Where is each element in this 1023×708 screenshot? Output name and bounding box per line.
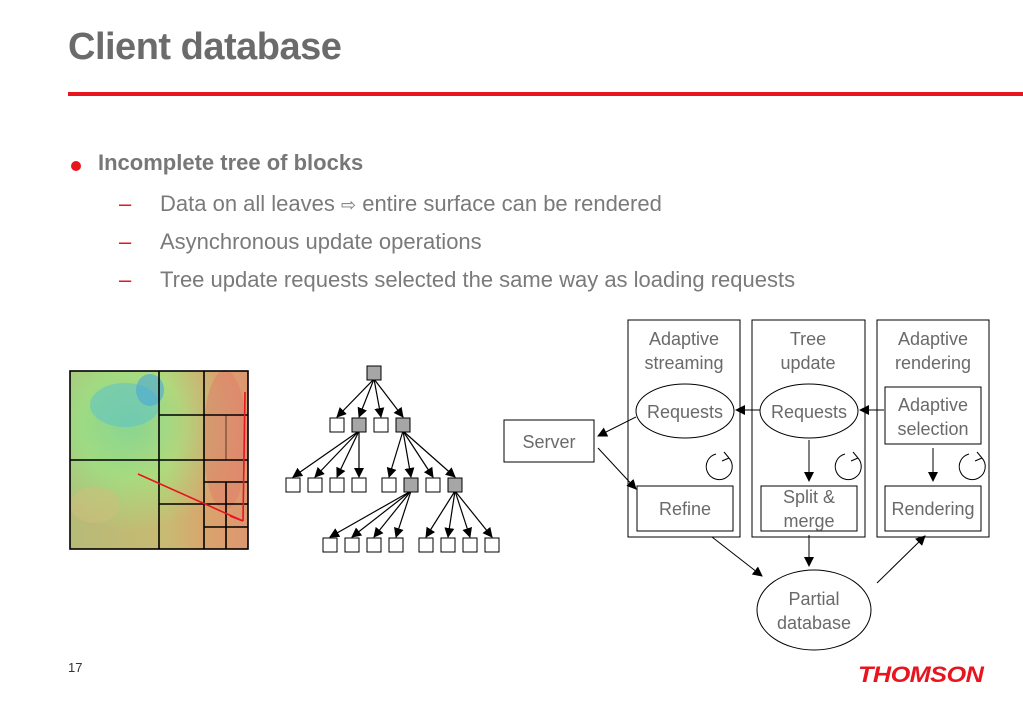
split-merge-label-2: merge xyxy=(783,511,834,531)
adaptive-streaming-column xyxy=(627,319,741,538)
partial-database-ellipse xyxy=(756,569,872,651)
sub-bullet-3: Tree update requests selected the same w… xyxy=(160,267,796,292)
adaptive-rendering-label-1: Adaptive xyxy=(898,329,968,349)
flow-diagram xyxy=(503,319,990,651)
sub-bullet-1: Data on all leaves ⇨ entire surface can … xyxy=(160,191,662,217)
requests-label-2: Requests xyxy=(771,402,847,422)
refresh-icon xyxy=(705,451,733,481)
terrain-quadtree-image xyxy=(69,370,249,550)
split-merge-label-1: Split & xyxy=(783,487,835,507)
adaptive-rendering-label-2: rendering xyxy=(895,353,971,373)
dash-1: – xyxy=(119,191,132,216)
sub-bullet-1-prefix: Data on all leaves xyxy=(160,191,341,216)
dash-3: – xyxy=(119,267,132,292)
right-arrow-icon: ⇨ xyxy=(341,195,357,216)
adaptive-streaming-label-1: Adaptive xyxy=(649,329,719,349)
refresh-icon xyxy=(958,451,986,481)
tree-update-label-2: update xyxy=(780,353,835,373)
server-box xyxy=(503,419,595,463)
adaptive-selection-label-2: selection xyxy=(897,419,968,439)
refine-box xyxy=(636,485,734,532)
title-divider xyxy=(68,92,1023,96)
block-tree xyxy=(285,365,500,553)
tree-update-label-1: Tree xyxy=(790,329,826,349)
adaptive-streaming-label-2: streaming xyxy=(644,353,723,373)
slide-title: Client database xyxy=(68,26,342,68)
adaptive-selection-box xyxy=(884,386,982,445)
requests-ellipse-1 xyxy=(635,383,735,439)
page-number: 17 xyxy=(68,660,83,675)
partial-database-label-1: Partial xyxy=(788,589,839,609)
bullet-dot xyxy=(71,161,81,171)
sub-bullet-2: Asynchronous update operations xyxy=(160,229,482,254)
rendering-label: Rendering xyxy=(891,499,974,519)
dash-2: – xyxy=(119,229,132,254)
adaptive-rendering-column xyxy=(876,319,990,538)
adaptive-selection-label-1: Adaptive xyxy=(898,395,968,415)
rendering-box xyxy=(884,485,982,532)
sub-bullet-1-suffix: entire surface can be rendered xyxy=(356,191,662,216)
thomson-logo: THOMSON xyxy=(858,662,984,687)
requests-ellipse-2 xyxy=(759,383,859,439)
refresh-icon xyxy=(834,451,862,481)
bullet-main: Incomplete tree of blocks xyxy=(98,150,364,175)
refine-label: Refine xyxy=(659,499,711,519)
requests-label-1: Requests xyxy=(647,402,723,422)
partial-database-label-2: database xyxy=(777,613,851,633)
server-label: Server xyxy=(522,432,575,452)
split-merge-box xyxy=(760,485,858,532)
